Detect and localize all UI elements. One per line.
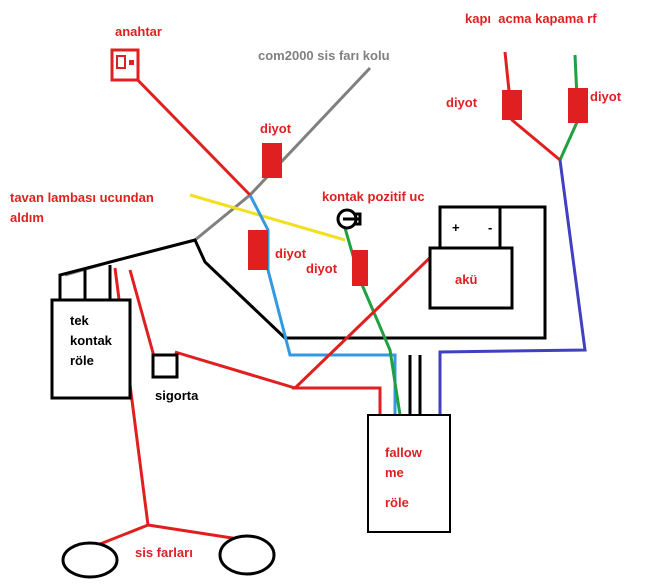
label-fuse: sigorta <box>155 388 199 403</box>
diode-rf-right <box>568 88 588 123</box>
label-ceiling-lamp-2: aldım <box>10 210 44 225</box>
label-diode-rf-right: diyot <box>590 89 622 104</box>
gray-wire-fog-stalk <box>64 66 372 277</box>
blue-wire-diode <box>248 194 397 415</box>
label-follow-relay-1: fallow <box>385 445 423 460</box>
label-minus: - <box>488 220 492 235</box>
label-diode-top: diyot <box>260 121 292 136</box>
battery-box <box>428 246 514 310</box>
diode-mid-right <box>352 250 368 286</box>
follow-me-relay <box>367 414 451 533</box>
label-fog-lights: sis farları <box>135 545 193 560</box>
fog-light-right <box>218 534 276 576</box>
label-switch: anahtar <box>115 24 162 39</box>
label-ceiling-lamp-1: tavan lambası ucundan <box>10 190 154 205</box>
fuse-box <box>151 353 179 379</box>
fog-light-left <box>61 541 119 579</box>
diode-top <box>262 143 282 178</box>
label-follow-relay-2: me <box>385 465 404 480</box>
label-fog-stalk: com2000 sis farı kolu <box>258 48 390 63</box>
single-contact-relay <box>50 298 132 400</box>
label-diode-mid-1: diyot <box>275 246 307 261</box>
label-follow-relay-3: röle <box>385 495 409 510</box>
label-ignition-positive: kontak pozitif uc <box>322 189 425 204</box>
label-single-relay-1: tek <box>70 313 90 328</box>
switch-dot <box>129 60 134 65</box>
ignition-icon <box>336 208 362 230</box>
red-wire-switch <box>126 68 252 197</box>
yellow-wire-ceiling-lamp <box>189 193 346 242</box>
label-diode-mid-2: diyot <box>306 261 338 276</box>
red-wire-fuse <box>128 269 157 361</box>
diode-rf-left <box>502 90 522 120</box>
switch-inner <box>116 55 126 69</box>
red-wire-fuse-to-junction <box>174 350 296 390</box>
label-battery: akü <box>455 272 477 287</box>
label-single-relay-2: kontak <box>70 333 113 348</box>
darkblue-wire-rf <box>438 159 587 415</box>
label-single-relay-3: röle <box>70 353 94 368</box>
red-wire-battery-plus <box>291 246 442 415</box>
label-plus: + <box>452 220 460 235</box>
label-diode-rf-left: diyot <box>446 95 478 110</box>
label-door-rf: kapı acma kapama rf <box>465 11 597 26</box>
diode-mid-left <box>248 230 268 270</box>
